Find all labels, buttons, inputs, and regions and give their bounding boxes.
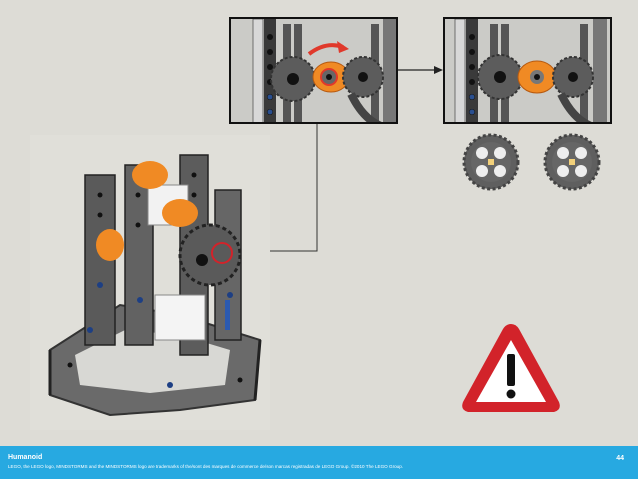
page-footer: Humanoid LEGO, the LEGO logo, MINDSTORMS… bbox=[0, 446, 638, 479]
detail-inset-before bbox=[229, 17, 398, 124]
footer-title: Humanoid bbox=[8, 454, 43, 461]
footer-legal-text: LEGO, the LEGO logo, MINDSTORMS and the … bbox=[8, 464, 404, 469]
orange-gear bbox=[312, 61, 350, 93]
warning-triangle-icon bbox=[462, 324, 560, 412]
page-number: 44 bbox=[616, 455, 624, 462]
gear-icon bbox=[270, 56, 316, 102]
robot-model-illustration bbox=[30, 135, 270, 430]
gear-icon bbox=[552, 56, 594, 122]
orange-gear bbox=[517, 60, 557, 94]
gear-icon bbox=[462, 133, 520, 191]
step-arrow-head bbox=[434, 66, 443, 74]
detail-inset-after bbox=[443, 17, 612, 124]
gear-icon bbox=[342, 56, 384, 122]
gear-icon bbox=[543, 133, 601, 191]
gear-icon bbox=[477, 54, 523, 100]
highlight-circle bbox=[211, 242, 233, 264]
